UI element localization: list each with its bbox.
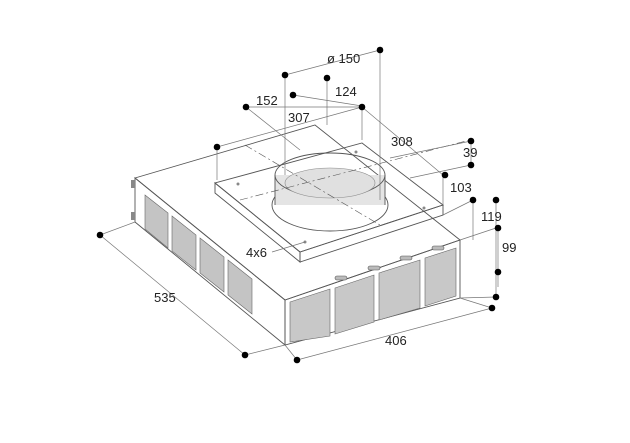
latch-slots [334, 245, 445, 281]
label-406: 406 [385, 333, 407, 348]
dimension-dots [96, 46, 502, 364]
label-holes: 4x6 [246, 245, 267, 260]
label-307: 307 [288, 110, 310, 125]
label-152: 152 [256, 93, 278, 108]
label-103: 103 [450, 180, 472, 195]
side-grilles [144, 194, 253, 315]
label-duct-diameter: ø 150 [327, 51, 360, 66]
label-99: 99 [502, 240, 516, 255]
front-grilles [289, 247, 457, 343]
label-535: 535 [154, 290, 176, 305]
label-39: 39 [463, 145, 477, 160]
label-308: 308 [391, 134, 413, 149]
dimension-lines [99, 49, 499, 361]
duct-collar [271, 152, 389, 232]
label-119: 119 [481, 209, 502, 224]
housing [131, 124, 461, 346]
side-knobs [131, 180, 135, 220]
label-124: 124 [335, 84, 357, 99]
